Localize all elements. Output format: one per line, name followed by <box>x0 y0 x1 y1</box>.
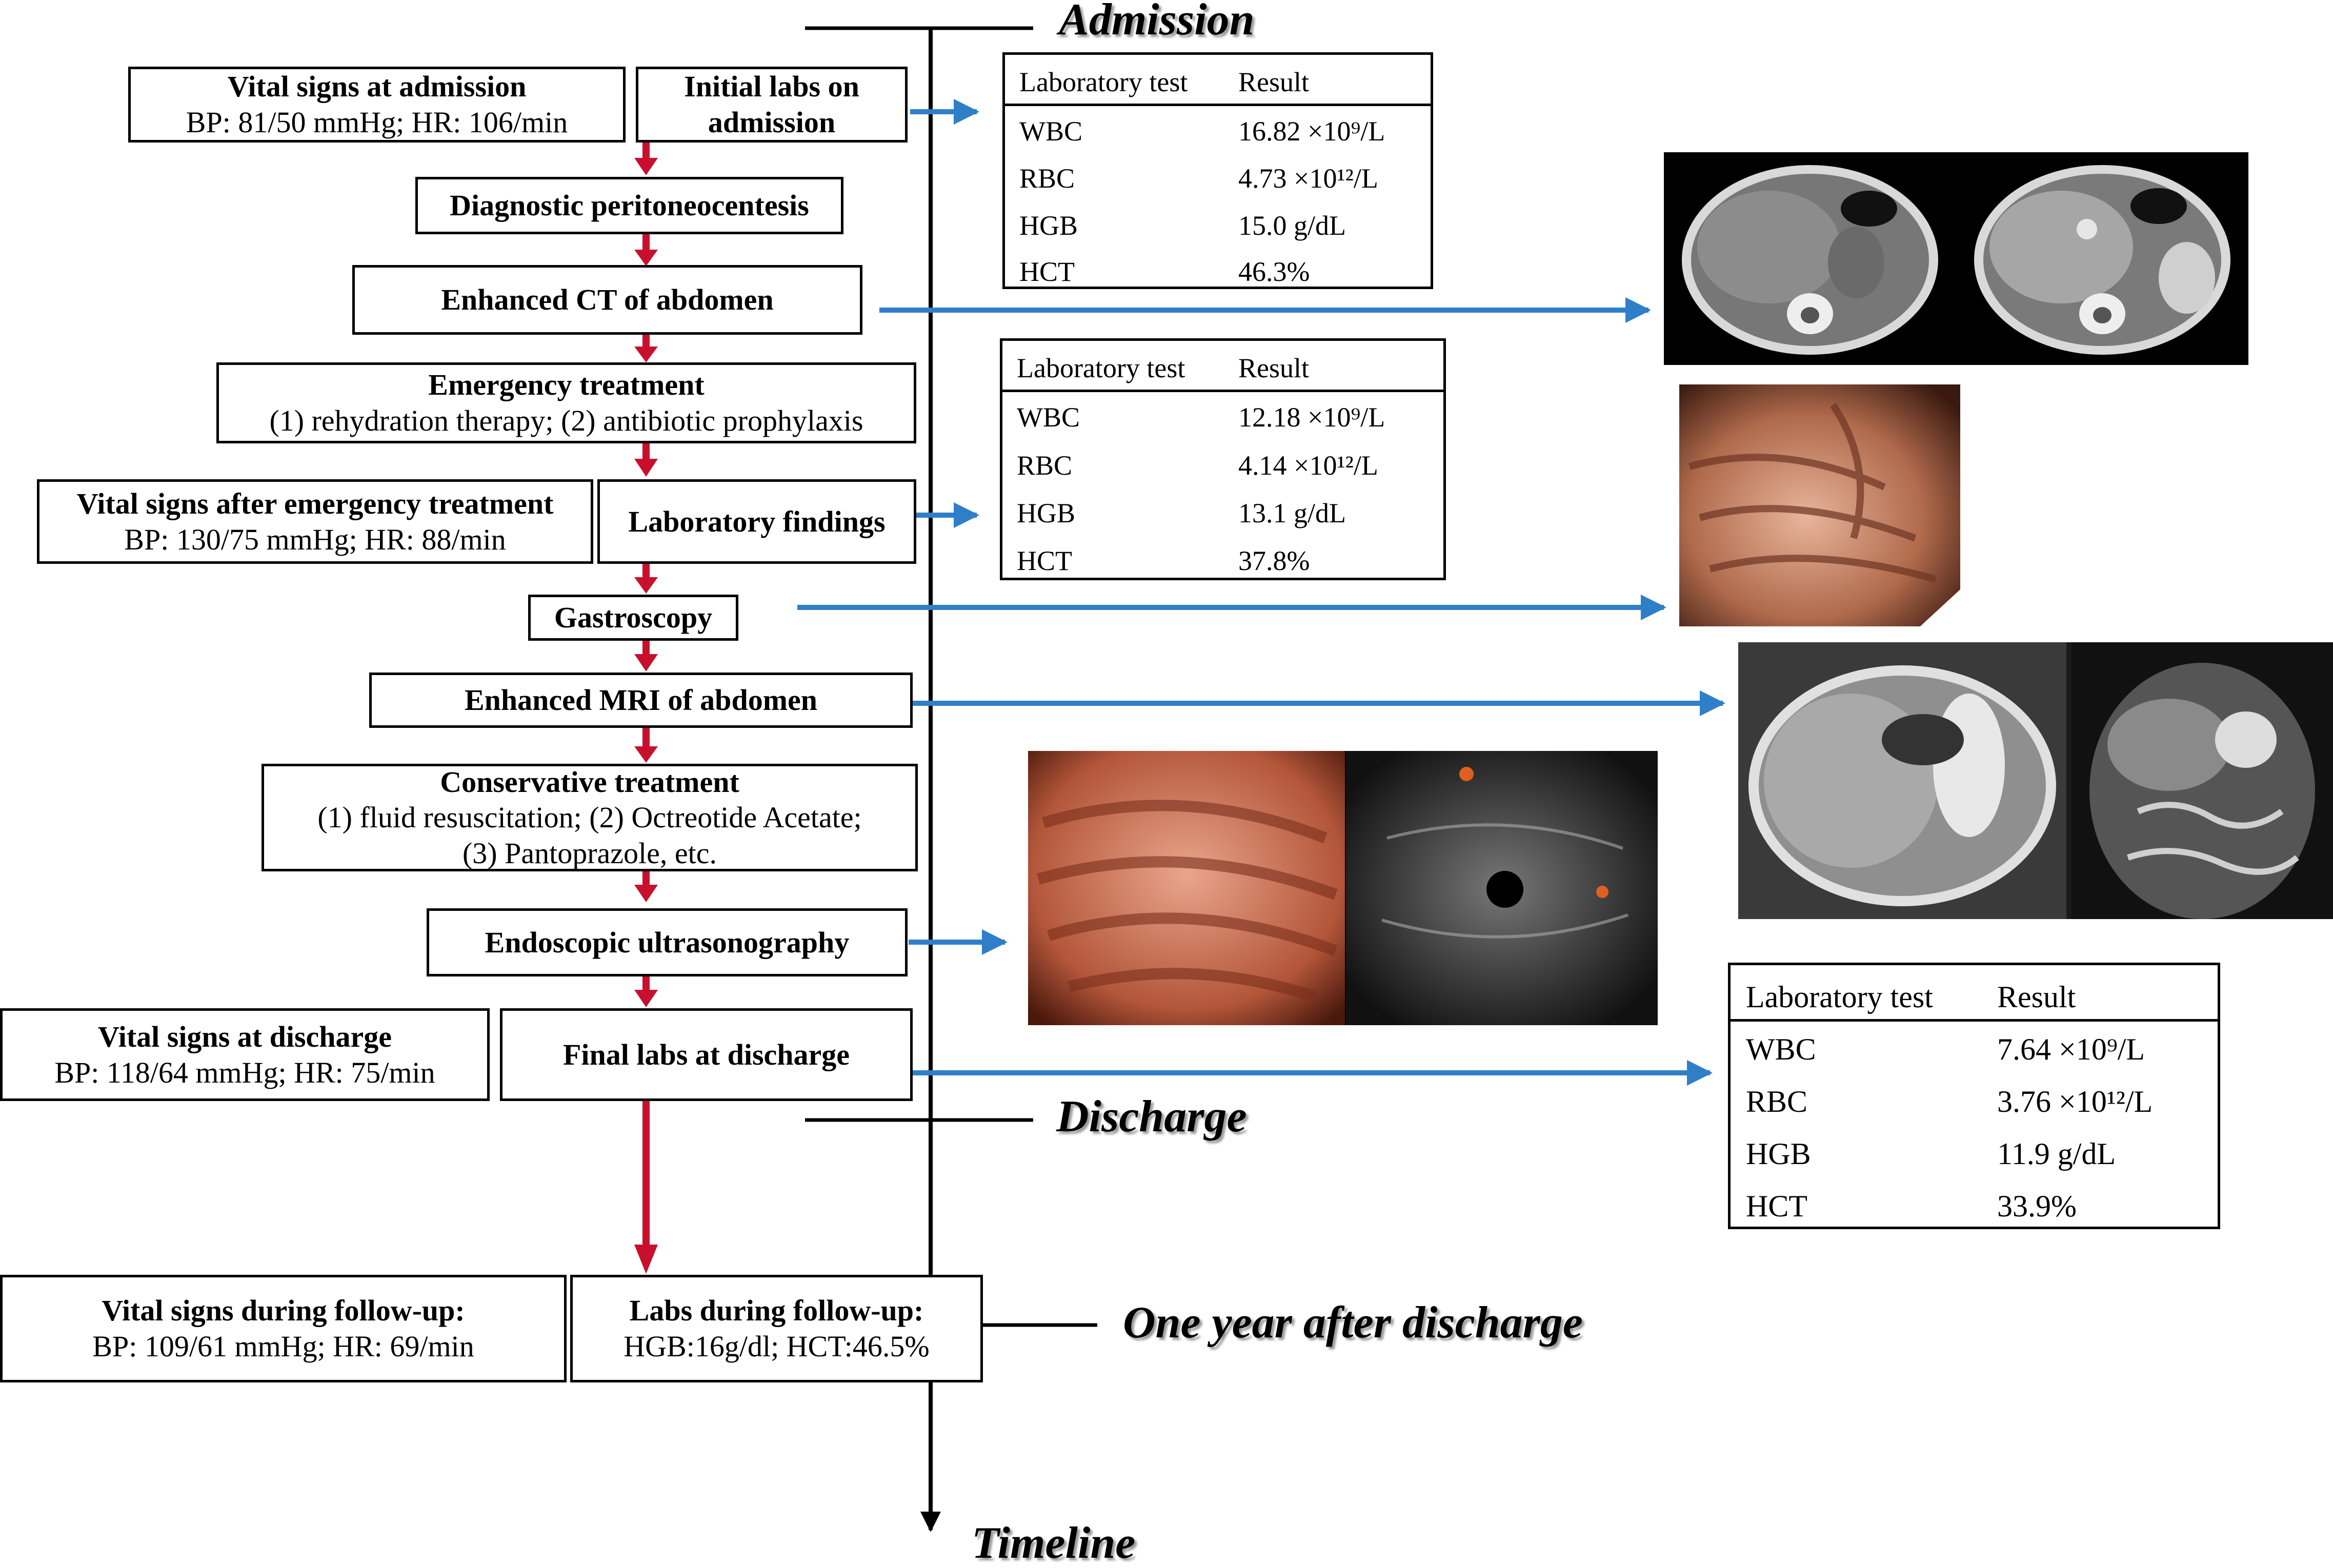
ct-box: Enhanced CT of abdomen <box>352 265 862 335</box>
labs-followup-value: HGB:16g/dl; HCT:46.5% <box>624 1330 930 1363</box>
vitals-discharge-value: BP: 118/64 mmHg; HR: 75/min <box>54 1055 435 1089</box>
ct-label: Enhanced CT of abdomen <box>441 283 774 317</box>
lab-table-header-result: Result <box>1997 980 2076 1014</box>
mri-label: Enhanced MRI of abdomen <box>464 683 818 717</box>
conservative-treatment-box: Conservative treatment (1) fluid resusci… <box>262 764 918 871</box>
lab-row-label: RBC <box>1019 163 1075 194</box>
ultrasound-view <box>1346 751 1658 1025</box>
peritoneocentesis-label: Diagnostic peritoneocentesis <box>450 189 809 222</box>
gastroscopy-box: Gastroscopy <box>528 595 738 641</box>
mri-axial-slice <box>1738 642 2066 919</box>
flow-arrow-3 <box>634 333 658 362</box>
admission-label: Admission <box>1059 0 1255 45</box>
final-labs-box: Final labs at discharge <box>500 1008 913 1101</box>
flow-arrow-9 <box>634 976 658 1007</box>
discharge-label: Discharge <box>1056 1092 1247 1142</box>
vitals-admission-title: Vital signs at admission <box>227 70 527 104</box>
lab-row-value: 13.1 g/dL <box>1238 498 1346 528</box>
lab-row-value: 46.3% <box>1238 256 1310 287</box>
emergency-treatment-title: Emergency treatment <box>428 368 705 402</box>
vitals-discharge-box: Vital signs at discharge BP: 118/64 mmHg… <box>0 1008 490 1101</box>
labs-followup-title: Labs during follow-up: <box>629 1294 924 1328</box>
lab-table-header-test: Laboratory test <box>1017 353 1185 383</box>
flow-arrow-7 <box>634 728 658 763</box>
flow-arrow-1 <box>634 142 658 175</box>
lab-row-label: HCT <box>1019 256 1075 287</box>
gastroscopy-label: Gastroscopy <box>554 601 713 635</box>
peritoneocentesis-box: Diagnostic peritoneocentesis <box>415 177 843 234</box>
flow-arrow-2 <box>634 234 658 266</box>
vitals-followup-title: Vital signs during follow-up: <box>102 1294 465 1328</box>
emergency-treatment-box: Emergency treatment (1) rehydration ther… <box>216 362 916 443</box>
lab-findings-label: Laboratory findings <box>628 504 886 538</box>
flow-arrow-8 <box>634 871 658 902</box>
labs-followup-box: Labs during follow-up: HGB:16g/dl; HCT:4… <box>570 1275 983 1382</box>
vitals-emergency-title: Vital signs after emergency treatment <box>76 486 554 520</box>
eus-images <box>1028 751 1658 1025</box>
vitals-discharge-title: Vital signs at discharge <box>97 1020 392 1053</box>
lab-row-value: 15.0 g/dL <box>1238 210 1346 241</box>
conservative-treatment-title: Conservative treatment <box>440 765 739 799</box>
timeline-label: Timeline <box>972 1518 1136 1568</box>
lab-row-value: 11.9 g/dL <box>1997 1137 2116 1171</box>
mri-images <box>1738 642 2333 919</box>
vitals-admission-value: BP: 81/50 mmHg; HR: 106/min <box>186 106 568 139</box>
lab-table-header-test: Laboratory test <box>1746 980 1933 1014</box>
link-arrows <box>797 99 1725 1086</box>
ct-slice-plain <box>1682 165 1938 355</box>
ct-scan-images <box>1664 152 2248 365</box>
lab-row-value: 4.73 ×10¹²/L <box>1238 163 1378 194</box>
initial-labs-box: Initial labs on admission <box>636 67 908 142</box>
gastroscopy-image <box>1679 384 1960 626</box>
lab-row-value: 12.18 ×10⁹/L <box>1238 402 1385 433</box>
vitals-admission-box: Vital signs at admission BP: 81/50 mmHg;… <box>128 67 626 142</box>
lab-row-label: RBC <box>1017 450 1073 481</box>
flow-arrow-6 <box>634 641 658 671</box>
flow-arrow-5 <box>634 564 658 594</box>
lab-row-label: HCT <box>1746 1189 1807 1223</box>
lab-table-discharge: Laboratory test Result WBC 7.64 ×10⁹/L R… <box>1728 963 2220 1229</box>
eus-label: Endoscopic ultrasonography <box>485 925 850 959</box>
vitals-emergency-box: Vital signs after emergency treatment BP… <box>37 479 593 564</box>
lab-table-header-result: Result <box>1238 67 1310 97</box>
flow-arrows <box>634 142 658 1274</box>
lab-row-label: RBC <box>1746 1085 1808 1118</box>
conservative-treatment-line2: (3) Pantoprazole, etc. <box>462 836 717 870</box>
endoscopic-view <box>1028 751 1345 1025</box>
lab-row-value: 37.8% <box>1238 545 1310 576</box>
lab-row-value: 4.14 ×10¹²/L <box>1238 450 1378 481</box>
lab-row-label: WBC <box>1017 402 1080 433</box>
lab-table-emergency: Laboratory test Result WBC 12.18 ×10⁹/L … <box>1000 338 1446 580</box>
initial-labs-line2: admission <box>708 106 836 139</box>
ct-slice-enhanced <box>1974 165 2230 355</box>
flow-arrow-10 <box>634 1101 658 1274</box>
mri-coronal-slice <box>2071 642 2333 919</box>
lab-row-label: WBC <box>1746 1032 1816 1066</box>
vitals-followup-value: BP: 109/61 mmHg; HR: 69/min <box>92 1330 474 1363</box>
lab-row-label: HGB <box>1746 1137 1811 1171</box>
vitals-followup-box: Vital signs during follow-up: BP: 109/61… <box>0 1275 567 1382</box>
conservative-treatment-line1: (1) fluid resuscitation; (2) Octreotide … <box>317 801 862 834</box>
eus-box: Endoscopic ultrasonography <box>427 908 908 976</box>
final-labs-label: Final labs at discharge <box>562 1037 850 1071</box>
lab-table-admission: Laboratory test Result WBC 16.82 ×10⁹/L … <box>1002 52 1433 289</box>
lab-row-value: 3.76 ×10¹²/L <box>1997 1085 2153 1118</box>
lab-row-value: 7.64 ×10⁹/L <box>1997 1032 2145 1066</box>
lab-row-label: HGB <box>1017 498 1076 528</box>
lab-row-label: WBC <box>1019 116 1083 147</box>
mri-box: Enhanced MRI of abdomen <box>369 673 913 728</box>
flow-arrow-4 <box>634 443 658 477</box>
lab-row-label: HCT <box>1017 545 1072 576</box>
initial-labs-line1: Initial labs on <box>684 70 859 104</box>
lab-findings-box: Laboratory findings <box>597 479 916 564</box>
lab-table-header-test: Laboratory test <box>1019 67 1188 97</box>
followup-label: One year after discharge <box>1123 1298 1583 1348</box>
emergency-treatment-detail: (1) rehydration therapy; (2) antibiotic … <box>269 404 863 437</box>
lab-row-value: 16.82 ×10⁹/L <box>1238 116 1385 147</box>
vitals-emergency-value: BP: 130/75 mmHg; HR: 88/min <box>124 522 506 556</box>
lab-row-value: 33.9% <box>1997 1189 2077 1223</box>
lab-row-label: HGB <box>1019 210 1078 241</box>
lab-table-header-result: Result <box>1238 353 1310 383</box>
